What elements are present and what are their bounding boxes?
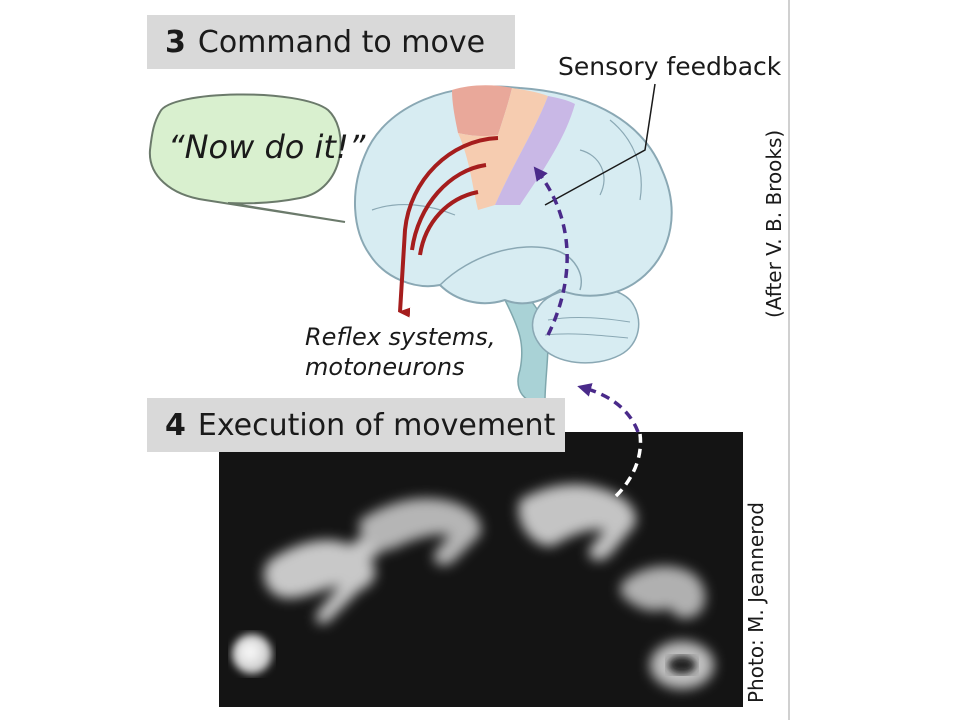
- feedback-arrow-photo: [614, 433, 643, 498]
- target-ball: [232, 634, 272, 674]
- feedback-arrow-lower: [577, 383, 640, 433]
- motor-arrow-3: [418, 190, 479, 256]
- credit-brooks-box: (After V. B. Brooks): [760, 120, 790, 320]
- credit-brooks: (After V. B. Brooks): [762, 129, 786, 318]
- section-4-title: Execution of movement: [197, 407, 556, 443]
- speech-bubble: [148, 93, 346, 223]
- section-4-number: 4: [165, 407, 186, 443]
- section-3-title: Command to move: [197, 24, 486, 60]
- motor-arrow-1: [398, 136, 499, 318]
- motor-arrow-2: [410, 163, 487, 251]
- reflex-label-line2: motoneurons: [305, 353, 465, 381]
- speech-bubble-text: “Now do it!”: [168, 128, 366, 166]
- motor-command-arrows: [398, 136, 499, 318]
- movement-photo: [219, 432, 743, 707]
- cerebellum: [531, 286, 640, 364]
- sensory-feedback-label: Sensory feedback: [558, 52, 782, 81]
- reflex-label-line1: Reflex systems,: [305, 323, 496, 351]
- panel-divider: [788, 0, 790, 720]
- brain-cerebrum: [353, 85, 673, 305]
- reflex-systems-label: Reflex systems, motoneurons: [305, 322, 495, 382]
- sensory-feedback-pointer: [544, 83, 656, 206]
- feedback-arrow-upper: [533, 166, 569, 336]
- section-3-number: 3: [165, 24, 186, 60]
- section-4-header: 4 Execution of movement: [147, 398, 565, 452]
- feedback-arrows: [533, 166, 643, 498]
- credit-photo-box: Photo: M. Jeannerod: [742, 495, 772, 705]
- section-3-header: 3 Command to move: [147, 15, 515, 69]
- credit-photo: Photo: M. Jeannerod: [744, 502, 768, 703]
